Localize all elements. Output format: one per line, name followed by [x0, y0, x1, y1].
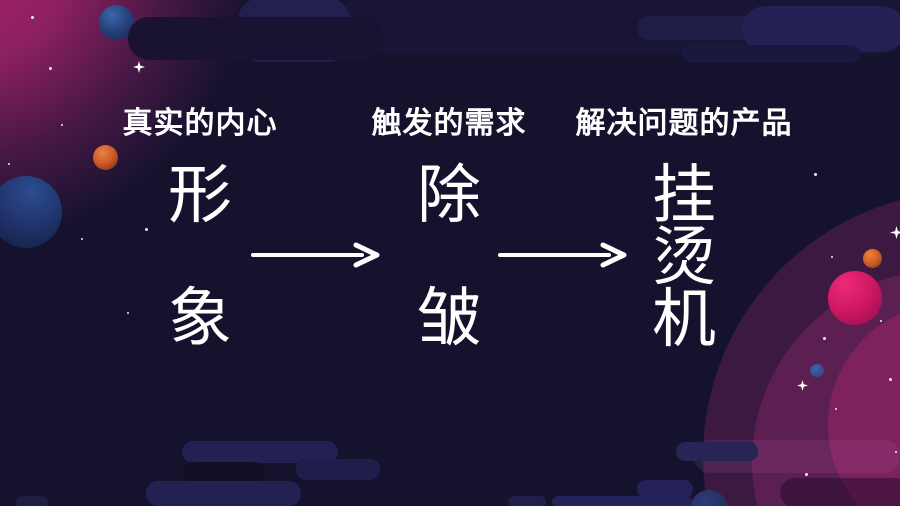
cloud-shape: [182, 441, 338, 463]
word-char: 烫: [652, 221, 716, 293]
star-icon: [31, 16, 34, 19]
sparkle-star-icon: [797, 380, 808, 391]
column-label: 触发的需求: [371, 107, 527, 140]
sparkle-star-icon: [133, 61, 145, 73]
cloud-shape: [146, 481, 301, 506]
cloud-shape: [184, 462, 264, 482]
star-icon: [8, 163, 10, 165]
star-icon: [823, 337, 826, 340]
column-label: 真实的内心: [122, 107, 278, 140]
word-char: 象: [168, 282, 232, 354]
star-icon: [81, 238, 83, 240]
small-orange-planet-icon: [863, 249, 882, 268]
word-char: 挂: [652, 159, 716, 231]
column-word: 除 皱: [372, 159, 527, 354]
column-word: 形 象: [123, 159, 278, 354]
word-char: 形: [168, 159, 232, 231]
star-icon: [835, 408, 837, 410]
magenta-planet-icon: [828, 271, 882, 325]
flow-column-inner-image: 真实的内心 形 象: [122, 106, 278, 354]
right-arrow-icon: [251, 242, 380, 268]
word-char: 皱: [417, 282, 481, 354]
cloud-shape: [128, 17, 383, 60]
small-blue-planet-icon: [810, 364, 824, 377]
star-icon: [805, 473, 808, 476]
cloud-shape: [296, 459, 380, 480]
column-word: 挂 烫 机: [576, 159, 793, 355]
cloud-shape: [780, 478, 900, 506]
star-icon: [895, 451, 897, 453]
flow-column-product: 解决问题的产品 挂 烫 机: [575, 106, 793, 355]
star-icon: [145, 228, 148, 231]
star-icon: [49, 67, 52, 70]
cloud-shape: [682, 45, 860, 63]
blue-planet-bottom-icon: [690, 490, 728, 506]
star-icon: [127, 312, 129, 314]
sparkle-star-icon: [890, 226, 900, 239]
word-char: 除: [417, 159, 481, 231]
right-arrow-icon: [498, 242, 627, 268]
cloud-shape: [508, 496, 546, 506]
cloud-shape: [637, 16, 755, 40]
star-icon: [880, 320, 882, 322]
cloud-shape: [742, 6, 900, 52]
column-label: 解决问题的产品: [575, 107, 793, 140]
word-char: 机: [652, 283, 716, 355]
cloud-shape: [552, 496, 692, 506]
orange-planet-icon: [93, 145, 118, 170]
star-icon: [889, 378, 892, 381]
cloud-shape: [637, 480, 693, 498]
cloud-shape: [676, 442, 758, 461]
navy-planet-icon: [0, 176, 62, 248]
star-icon: [61, 124, 63, 126]
cloud-shape: [16, 496, 48, 506]
star-icon: [814, 173, 817, 176]
flow-column-need: 触发的需求 除 皱: [371, 106, 527, 354]
star-icon: [831, 256, 833, 258]
